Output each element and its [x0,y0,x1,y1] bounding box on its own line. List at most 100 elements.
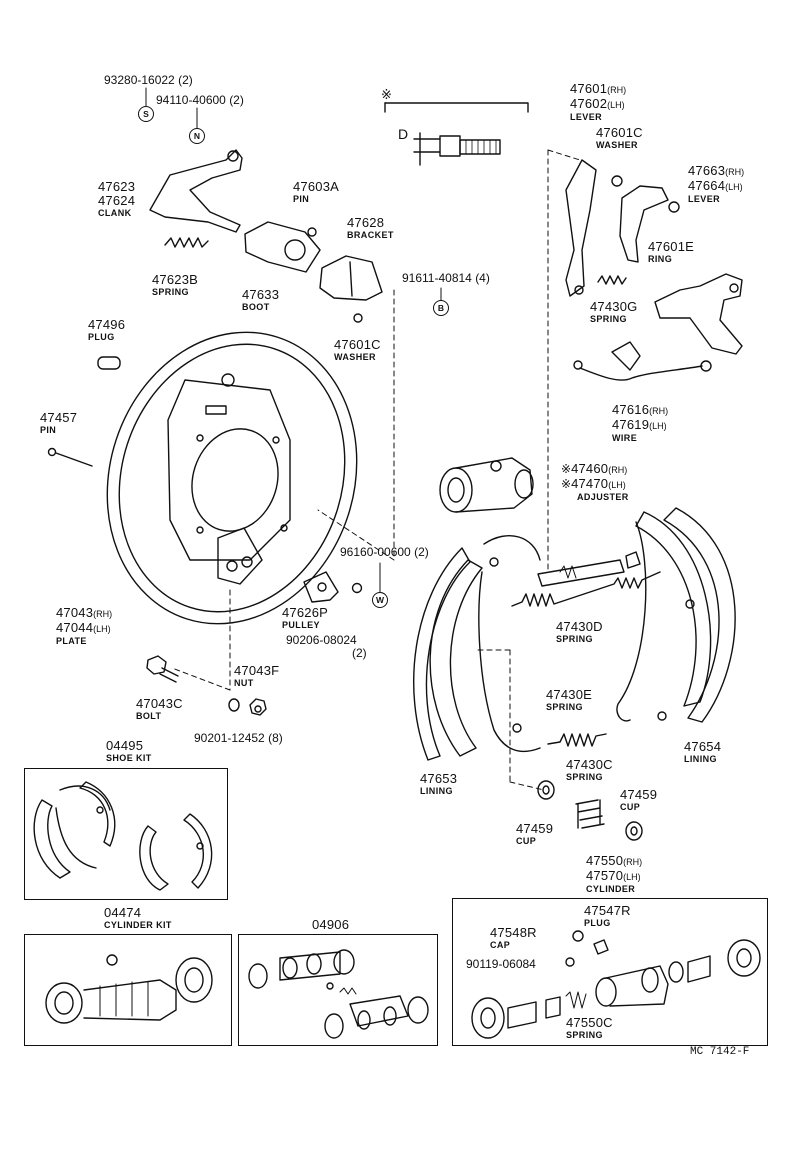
backing-plate-shape [106,331,358,625]
part-label-47623b: 47623B SPRING [152,273,198,298]
lever-shape [565,159,597,297]
part-number: 47601E [648,239,695,254]
part-name: CUP [516,836,537,846]
clank-shape [149,149,243,233]
cup-inner-left [542,785,550,795]
part-suffix: (RH) [608,465,628,475]
brake-shoe-right-shape [616,507,736,723]
spring-47430e [547,733,607,747]
kit-label-04906: 04906 [312,918,349,932]
part-number: 47601C [596,125,643,140]
part-label-47496: 47496 PLUG [88,318,125,343]
part-number: 47570 [586,868,624,883]
bracket-shape [319,255,383,323]
part-name: WASHER [596,140,638,150]
dimension-d-label: D [398,126,409,142]
kit-number: 04906 [312,917,350,932]
part-number: 47043F [234,663,280,678]
figure-code: MC 7142-F [690,1046,750,1058]
part-label-47623: 47623 47624 CLANK [98,180,135,219]
callout-part: 96160-00600 [340,545,411,559]
callout-94110-40600: 94110-40600 (2) [156,94,244,107]
bolt-shape [146,655,179,683]
part-number: 47628 [347,215,385,230]
part-label-47653: 47653 LINING [420,772,457,797]
part-name: LINING [420,786,453,796]
part-name: ADJUSTER [577,492,629,502]
cup-shape-right [625,821,643,841]
part-suffix: (RH) [649,406,669,416]
spring-47430c [575,799,605,829]
part-suffix: (RH) [623,857,643,867]
part-name: LEVER [570,112,603,122]
part-label-47430d: 47430D SPRING [556,620,603,645]
part-name: LINING [684,754,717,764]
cylinder-kit-frame [24,934,232,1046]
part-number: 47550 [586,853,624,868]
part-number: 47460 [571,461,609,476]
part-number: 47043C [136,696,183,711]
part-name: SPRING [556,634,593,644]
part-number: 47601 [570,81,608,96]
part-label-47633: 47633 BOOT [242,288,279,313]
part-suffix: (LH) [649,421,667,431]
part-name: RING [648,254,673,264]
callout-qty: (2) [414,545,429,559]
marker-symbol: ※ [561,477,572,491]
part-label-47430e: 47430E SPRING [546,688,592,713]
part-label-47550: 47550(RH) 47570(LH) CYLINDER [586,854,642,895]
part-number: 47550C [566,1015,613,1030]
callout-90201-12452: 90201-12452 (8) [194,732,283,745]
spring-47430g [597,275,627,285]
marker-symbol: ※ [561,462,572,476]
part-number: 47430E [546,687,593,702]
part-label-47601c-b: 47601C WASHER [596,126,643,151]
part-number: 47496 [88,317,126,332]
part-name: PULLEY [282,620,320,630]
part-number: 47619 [612,417,650,432]
part-name: CUP [620,802,641,812]
part-name: SPRING [566,1030,603,1040]
part-name: BRACKET [347,230,394,240]
part-name: BOLT [136,711,162,721]
part-number: 47043 [56,605,94,620]
pin-shape [47,447,93,467]
part-name: PIN [293,194,310,204]
part-name: PLUG [88,332,115,342]
cylinder-assembly-frame [452,898,768,1046]
callout-qty: (2) [178,73,193,87]
part-number: 47603A [293,179,340,194]
part-name: WASHER [334,352,376,362]
lever-washer-shape [611,175,623,187]
part-label-47548r: 47548R CAP [490,926,537,951]
part-number: 47654 [684,739,722,754]
part-number: 47623 [98,179,136,194]
part-number: 47430C [566,757,613,772]
part-number: 47664 [688,178,726,193]
callout-90206-08024: 90206-08024(2) [286,634,367,660]
part-number: 47633 [242,287,280,302]
part-number: 47459 [516,821,554,836]
spring-47430d [511,571,661,607]
callout-91611-40814: 91611-40814 (4) [402,272,490,285]
spring-47623b [164,237,209,248]
part-number: 47430D [556,619,603,634]
kit-number: 04474 [104,905,142,920]
callout-part: 93280-16022 [104,73,175,87]
axle-detail [384,102,529,166]
callout-qty: (2) [229,93,244,107]
cup-shape-left [537,780,555,800]
part-name: SPRING [566,772,603,782]
nut-washer-shape [228,698,267,716]
kit-number: 04495 [106,738,144,753]
part-label-47663: 47663(RH) 47664(LH) LEVER [688,164,744,205]
cup-inner-right [630,826,638,836]
part-label-47628: 47628 BRACKET [347,216,394,241]
part-number: 47624 [98,193,136,208]
seal-kit-artwork [248,949,429,1039]
part-number: 47626P [282,605,329,620]
callout-symbol-w: W [372,592,388,608]
part-label-47547r: 47547R PLUG [584,904,631,929]
